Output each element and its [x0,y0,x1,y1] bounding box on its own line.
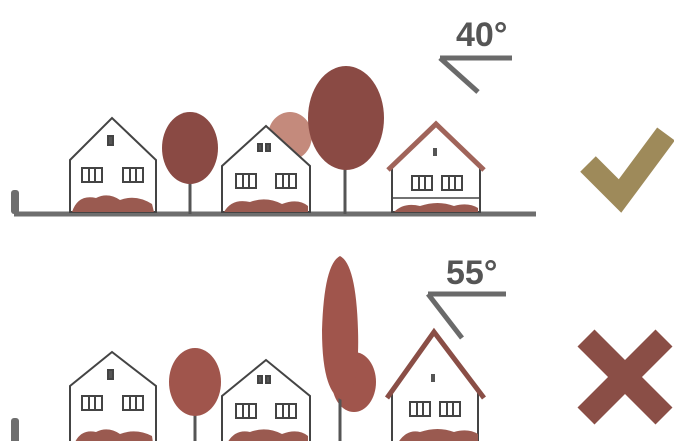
house [70,352,156,441]
house [388,124,484,212]
tree [169,348,221,441]
post [11,418,19,441]
tree [308,66,384,214]
angle-label: 55° [446,254,497,292]
tree [162,112,218,214]
post [11,190,19,214]
row-55-degree: 55° [11,254,664,441]
house [222,360,310,441]
angle-label: 40° [456,16,507,54]
tree [322,256,376,441]
angle-marker [440,58,512,92]
house [387,332,484,441]
angle-marker [428,294,506,338]
row-40-degree: 40° [11,16,666,214]
check-icon [588,134,666,196]
cross-icon [586,338,664,416]
